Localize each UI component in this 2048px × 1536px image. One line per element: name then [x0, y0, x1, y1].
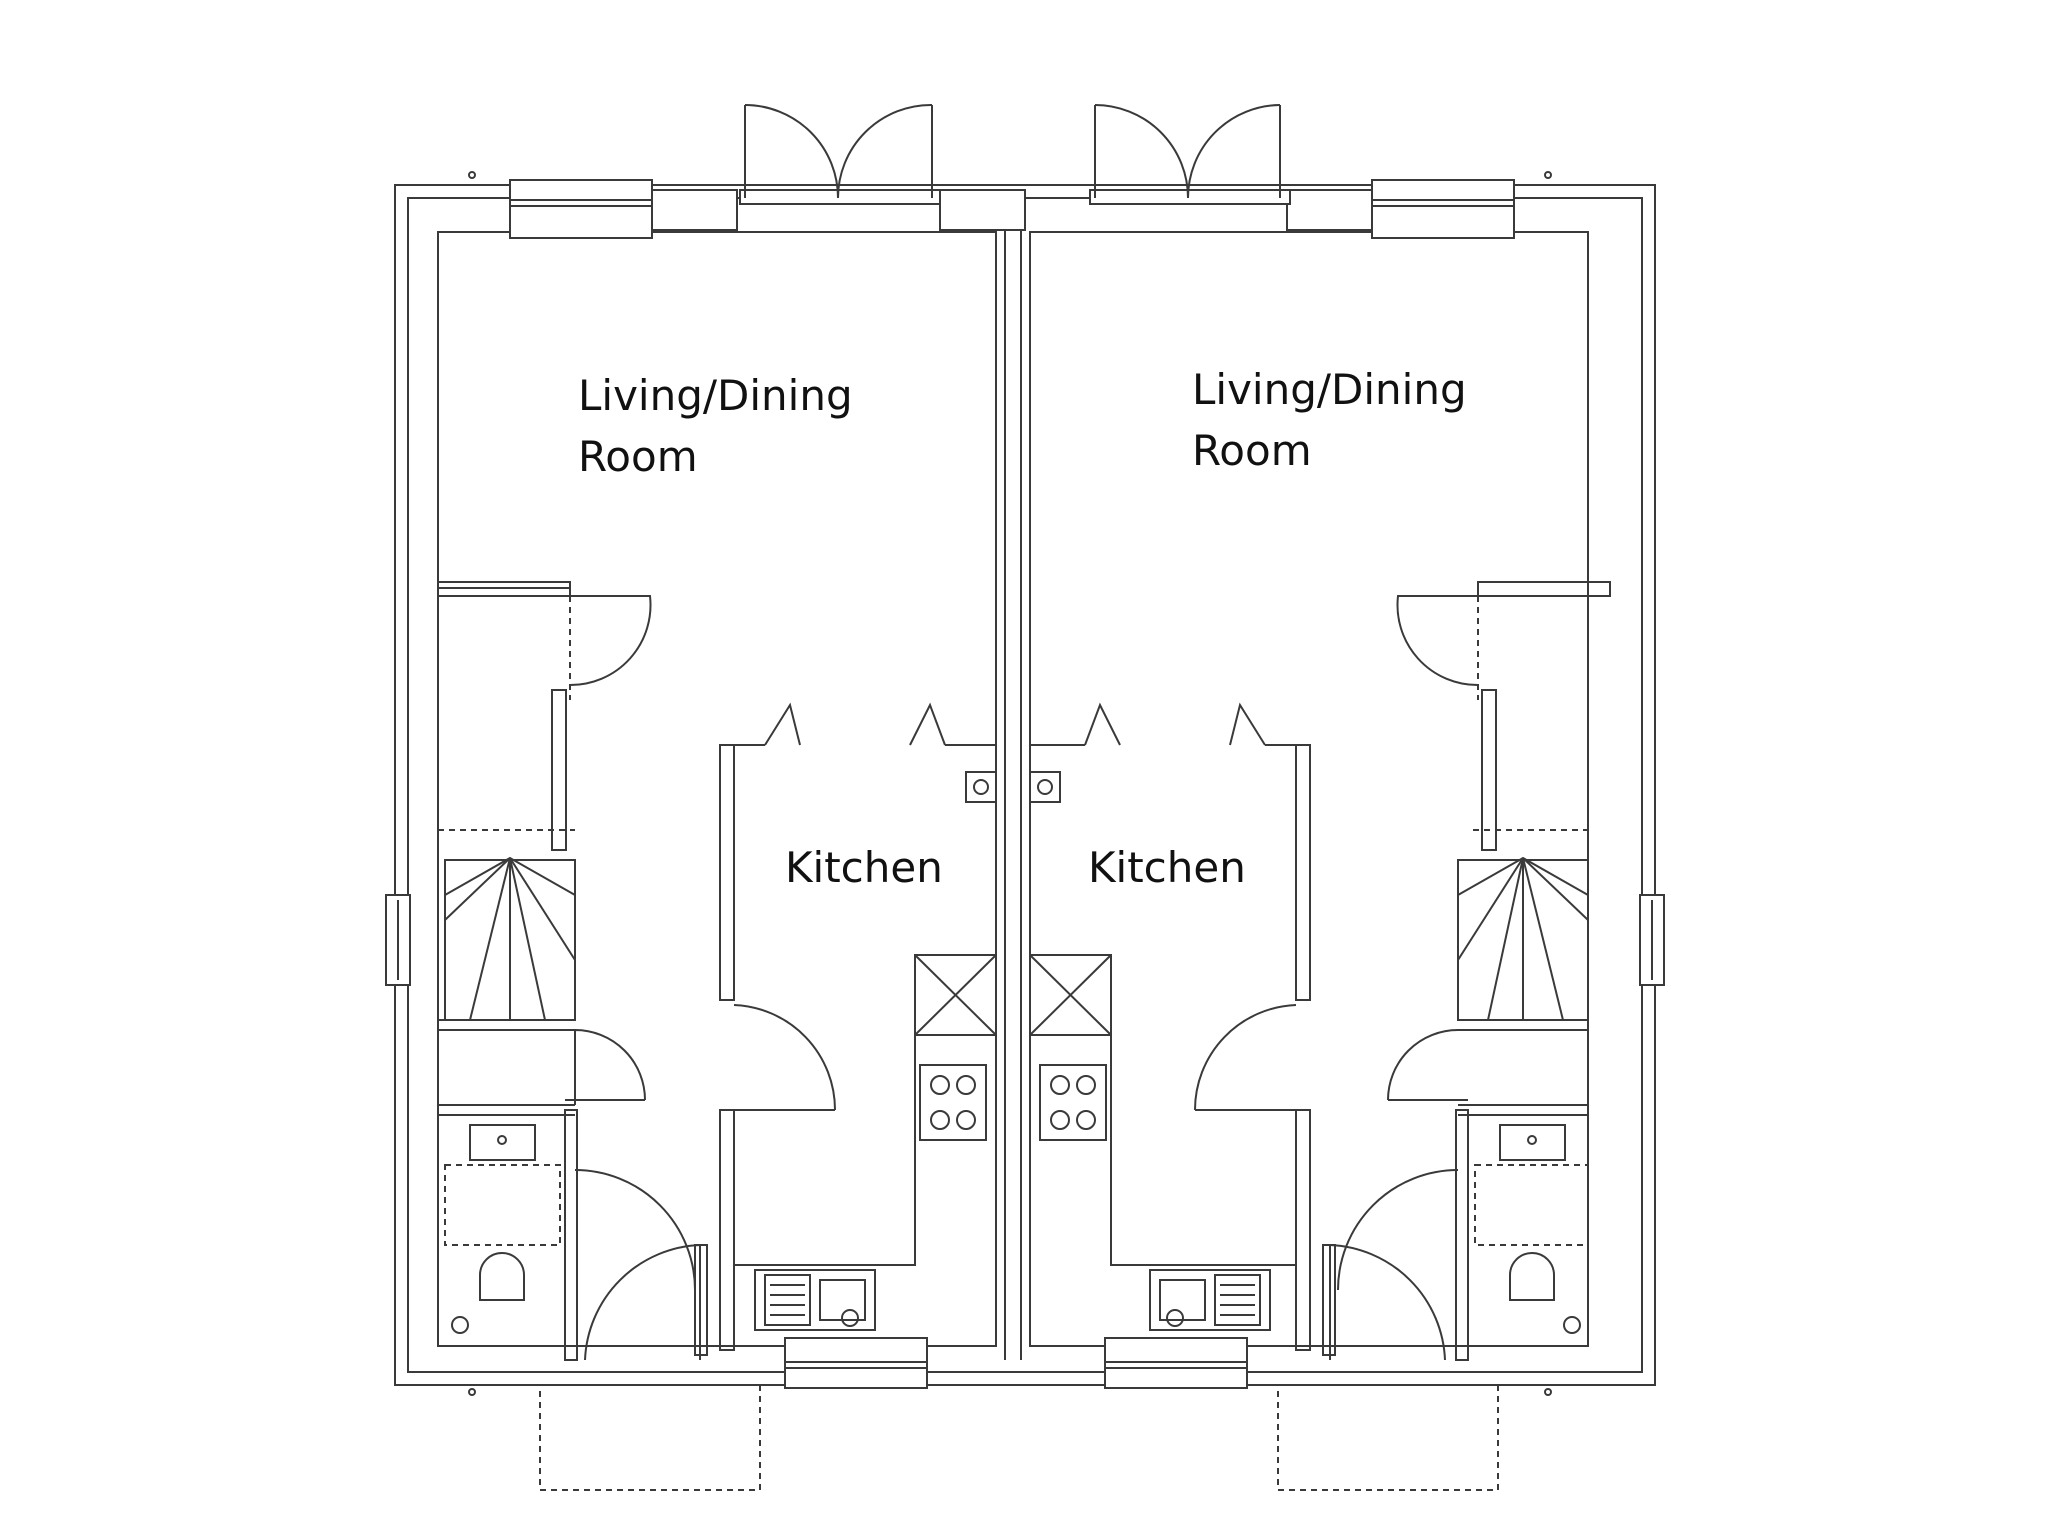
side-window-right	[1640, 895, 1664, 985]
corner-marker	[469, 1389, 475, 1395]
french-doors-right	[1090, 105, 1290, 204]
bottom-window-left	[785, 1338, 927, 1388]
entrance-door-right	[1323, 1245, 1445, 1360]
kitchen-partition-right	[1030, 705, 1310, 1350]
wc-right	[1388, 1030, 1588, 1360]
french-doors-left	[740, 105, 1025, 230]
wc-left	[438, 1030, 645, 1360]
kitchen-partition-left	[720, 705, 996, 1350]
cupboard-door-left	[570, 596, 651, 685]
living-label-line2: Room	[1192, 425, 1312, 475]
kitchen-fittings-left	[734, 772, 996, 1330]
stairs-right	[1458, 582, 1610, 1030]
cupboard-door-right	[1397, 596, 1478, 685]
porch-canopy-right	[1278, 1385, 1498, 1490]
top-window-right	[1287, 180, 1514, 238]
corner-marker	[1545, 1389, 1551, 1395]
kitchen-fittings-right	[1030, 772, 1296, 1330]
living-label-line2: Room	[578, 431, 698, 481]
wc-door-swing-right	[1338, 1170, 1458, 1290]
top-window-left	[510, 180, 737, 238]
outer-wall-outline	[395, 185, 1655, 1385]
kitchen-label-right: Kitchen	[1088, 843, 1246, 892]
bottom-window-right	[1105, 1338, 1247, 1388]
side-window-left	[386, 895, 410, 985]
kitchen-label-left: Kitchen	[785, 843, 943, 892]
corner-marker	[1545, 172, 1551, 178]
living-room-label-left: Living/Dining Room	[578, 366, 853, 488]
corner-marker	[469, 172, 475, 178]
wc-door-swing-left	[575, 1170, 695, 1290]
porch-canopy-left	[540, 1385, 760, 1490]
stairs-left	[438, 582, 575, 1030]
living-label-line1: Living/Dining	[1192, 365, 1467, 414]
living-label-line1: Living/Dining	[578, 371, 853, 420]
living-room-label-right: Living/Dining Room	[1192, 360, 1467, 482]
entrance-door-left	[585, 1245, 707, 1360]
